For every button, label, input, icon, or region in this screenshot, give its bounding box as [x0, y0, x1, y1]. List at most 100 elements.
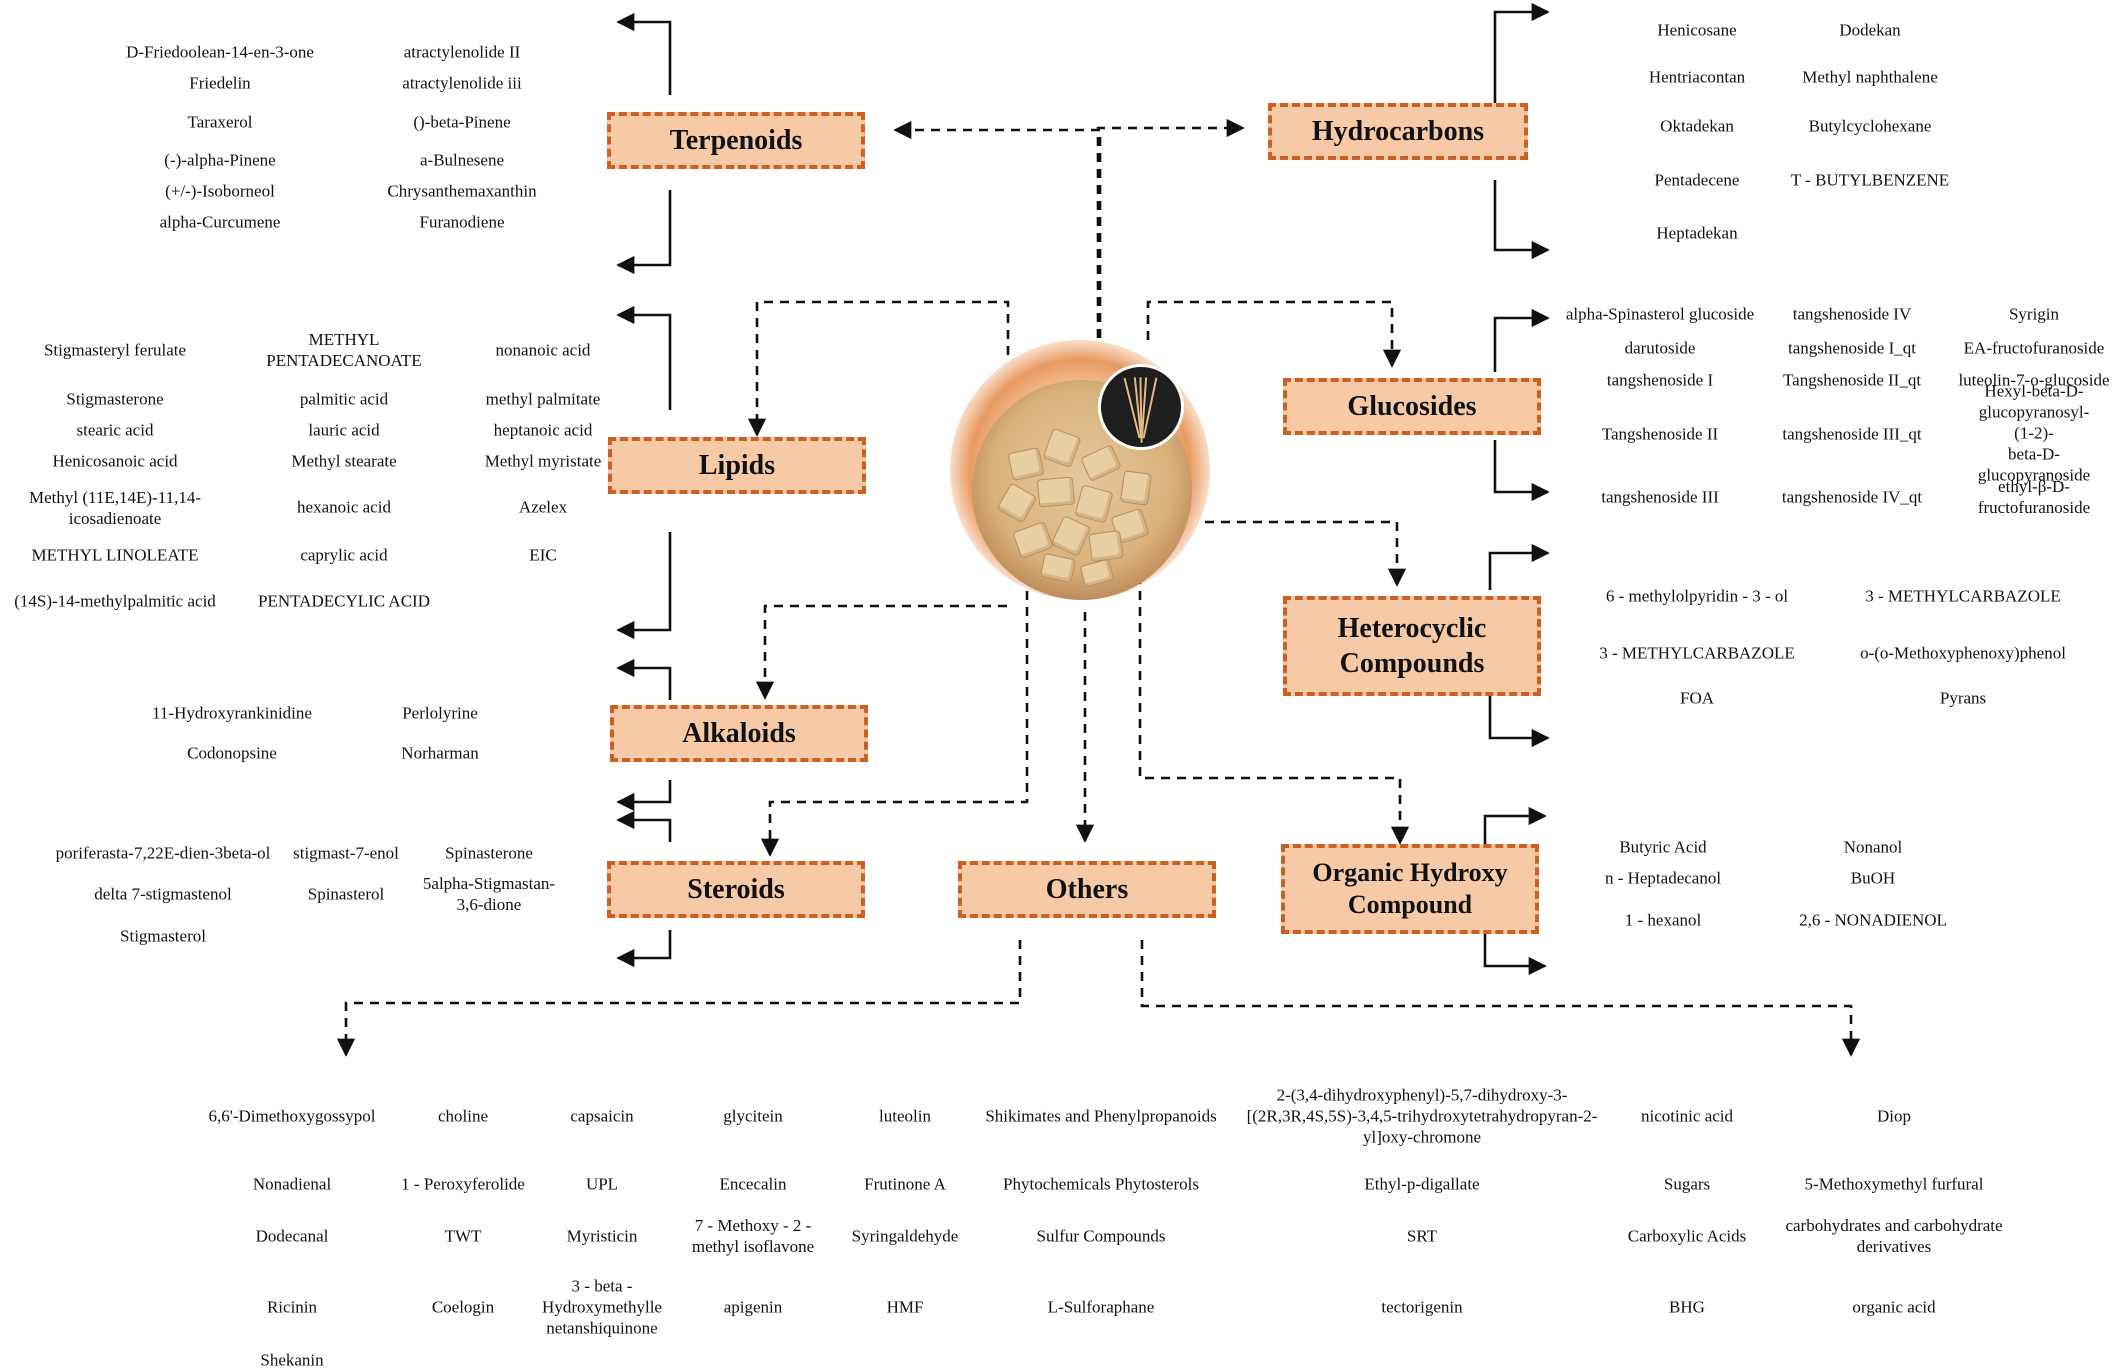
steroid-item: Stigmasterol [120, 926, 206, 946]
hydrocarbon-item: Methyl naphthalene [1802, 67, 1938, 87]
others-item: carbohydrates and carbohydrate derivativ… [1785, 1216, 2003, 1256]
others-item: Shikimates and Phenylpropanoids [985, 1106, 1217, 1126]
hydrocarbon-item: Heptadekan [1656, 223, 1738, 243]
steroid-item: 5alpha-Stigmastan- 3,6-dione [422, 874, 556, 914]
terpenoid-item: Taraxerol [187, 112, 253, 132]
others-item: Frutinone A [864, 1174, 946, 1194]
others-item: 2-(3,4-dihydroxyphenyl)-5,7-dihydroxy-3-… [1246, 1085, 1598, 1147]
others-item: HMF [886, 1297, 924, 1317]
terpenoid-item: a-Bulnesene [419, 150, 505, 170]
alkaloids-box: Alkaloids [610, 705, 868, 762]
hub-to-steroids [760, 575, 1029, 857]
terpenoids-bracket-top [616, 12, 672, 95]
lipid-item: hexanoic acid [297, 497, 391, 517]
others-item: luteolin [879, 1106, 931, 1126]
glucoside-item: tangshenoside IV [1792, 304, 1912, 324]
alkaloid-item: Codonopsine [187, 743, 277, 763]
glucoside-item: darutoside [1624, 338, 1696, 358]
glucosides-bracket-top [1493, 308, 1550, 372]
hydrocarbons-box: Hydrocarbons [1268, 103, 1528, 160]
lipid-item: (14S)-14-methylpalmitic acid [14, 591, 216, 611]
others-item: Nonadienal [252, 1174, 332, 1194]
others-item: organic acid [1852, 1297, 1936, 1317]
others-item: UPL [585, 1174, 619, 1194]
others-item: Syringaldehyde [851, 1226, 959, 1246]
lipid-item: methyl palmitate [485, 389, 601, 409]
lipid-item: Methyl (11E,14E)-11,14- icosadienoate [28, 488, 202, 528]
glucoside-item: Hexyl-beta-D- glucopyranosyl-(1-2)- beta… [1977, 381, 2091, 485]
others-item: Myristicin [566, 1226, 638, 1246]
glucoside-item: tangshenoside III_qt [1782, 424, 1922, 444]
hydroxy-item: Butyric Acid [1619, 837, 1707, 857]
lipids-bracket-top [616, 305, 672, 410]
lipid-item: Stigmasteryl ferulate [43, 340, 187, 360]
hydrocarbon-item: Butylcyclohexane [1808, 116, 1932, 136]
terpenoid-item: (-)-alpha-Pinene [164, 150, 276, 170]
others-item: SRT [1406, 1226, 1438, 1246]
others-box: Others [958, 861, 1216, 918]
others-item: Dodecanal [255, 1226, 329, 1246]
others-to-left-list [336, 940, 1022, 1057]
others-item: 6,6'-Dimethoxygossypol [208, 1106, 376, 1126]
hub-to-lipids [747, 300, 1010, 437]
steroids-bracket-bottom [616, 930, 672, 968]
lipid-item: METHYL LINOLEATE [31, 545, 199, 565]
others-item: capsaicin [570, 1106, 634, 1126]
hub-to-alkaloids [755, 604, 1007, 700]
heterocyclic-bracket-bottom [1488, 695, 1550, 748]
hydroxy-item: 1 - hexanol [1624, 910, 1702, 930]
lipid-item: Methyl stearate [291, 451, 397, 471]
terpenoid-item: Furanodiene [419, 212, 505, 232]
heterocyclic-item: Pyrans [1939, 688, 1987, 708]
lipids-bracket-bottom [616, 532, 672, 640]
lipid-item: METHYL PENTADECANOATE [266, 330, 422, 370]
lipid-item: Methyl myristate [484, 451, 602, 471]
alkaloid-item: 11-Hydroxyrankinidine [152, 703, 312, 723]
lipid-item: caprylic acid [300, 545, 388, 565]
lipid-item: Azelex [518, 497, 568, 517]
hydroxy-item: Nonanol [1843, 837, 1903, 857]
glucoside-item: alpha-Spinasterol glucoside [1565, 304, 1755, 324]
terpenoid-item: Chrysanthemaxanthin [387, 181, 537, 201]
terpenoid-item: alpha-Curcumene [159, 212, 281, 232]
others-item: 7 - Methoxy - 2 - methyl isoflavone [691, 1216, 815, 1256]
others-to-right-list [1140, 940, 1861, 1057]
heterocyclic-bracket-top [1488, 543, 1550, 590]
hydroxy-bracket-bottom [1483, 933, 1547, 976]
others-item: Shekanin [260, 1350, 324, 1370]
others-item: Ethyl-p-digallate [1364, 1174, 1480, 1194]
alkaloid-item: Perlolyrine [402, 703, 478, 723]
others-item: nicotinic acid [1640, 1106, 1734, 1126]
glucoside-item: tangshenoside I [1606, 370, 1714, 390]
others-item: Sulfur Compounds [1036, 1226, 1166, 1246]
hub-to-terpenoids [893, 120, 1102, 338]
glucoside-item: Tangshenoside II_qt [1782, 370, 1922, 390]
glucoside-item: ethyl-β-D- fructofuranoside [1977, 477, 2091, 517]
heterocyclic-item: o-(o-Methoxyphenoxy)phenol [1860, 643, 2066, 663]
heterocyclic-box: Heterocyclic Compounds [1283, 596, 1541, 696]
terpenoids-box: Terpenoids [607, 112, 865, 169]
steroid-item: delta 7-stigmastenol [94, 884, 232, 904]
lipid-item: heptanoic acid [493, 420, 593, 440]
hydrocarbon-item: Henicosane [1657, 20, 1737, 40]
steroid-item: stigmast-7-enol [293, 843, 399, 863]
glucosides-bracket-bottom [1493, 440, 1550, 502]
glucoside-item: EA-fructofuranoside [1963, 338, 2105, 358]
others-item: Ricinin [266, 1297, 318, 1317]
others-item: BHG [1669, 1297, 1705, 1317]
others-item: apigenin [723, 1297, 783, 1317]
terpenoid-item: ()-beta-Pinene [413, 112, 511, 132]
glucoside-item: tangshenoside III [1601, 487, 1719, 507]
hydrocarbon-item: Pentadecene [1654, 170, 1740, 190]
glucoside-item: Tangshenoside II [1601, 424, 1719, 444]
glucoside-item: tangshenoside IV_qt [1781, 487, 1923, 507]
others-item: 5-Methoxymethyl furfural [1804, 1174, 1984, 1194]
others-item: 3 - beta - Hydroxymethylle netanshiquino… [542, 1276, 662, 1338]
hydroxy-item: n - Heptadecanol [1604, 868, 1722, 888]
lipids-box: Lipids [608, 437, 866, 494]
terpenoid-item: D-Friedoolean-14-en-3-one [126, 42, 314, 62]
hydroxy-box: Organic Hydroxy Compound [1281, 844, 1539, 934]
others-item: tectorigenin [1381, 1297, 1463, 1317]
